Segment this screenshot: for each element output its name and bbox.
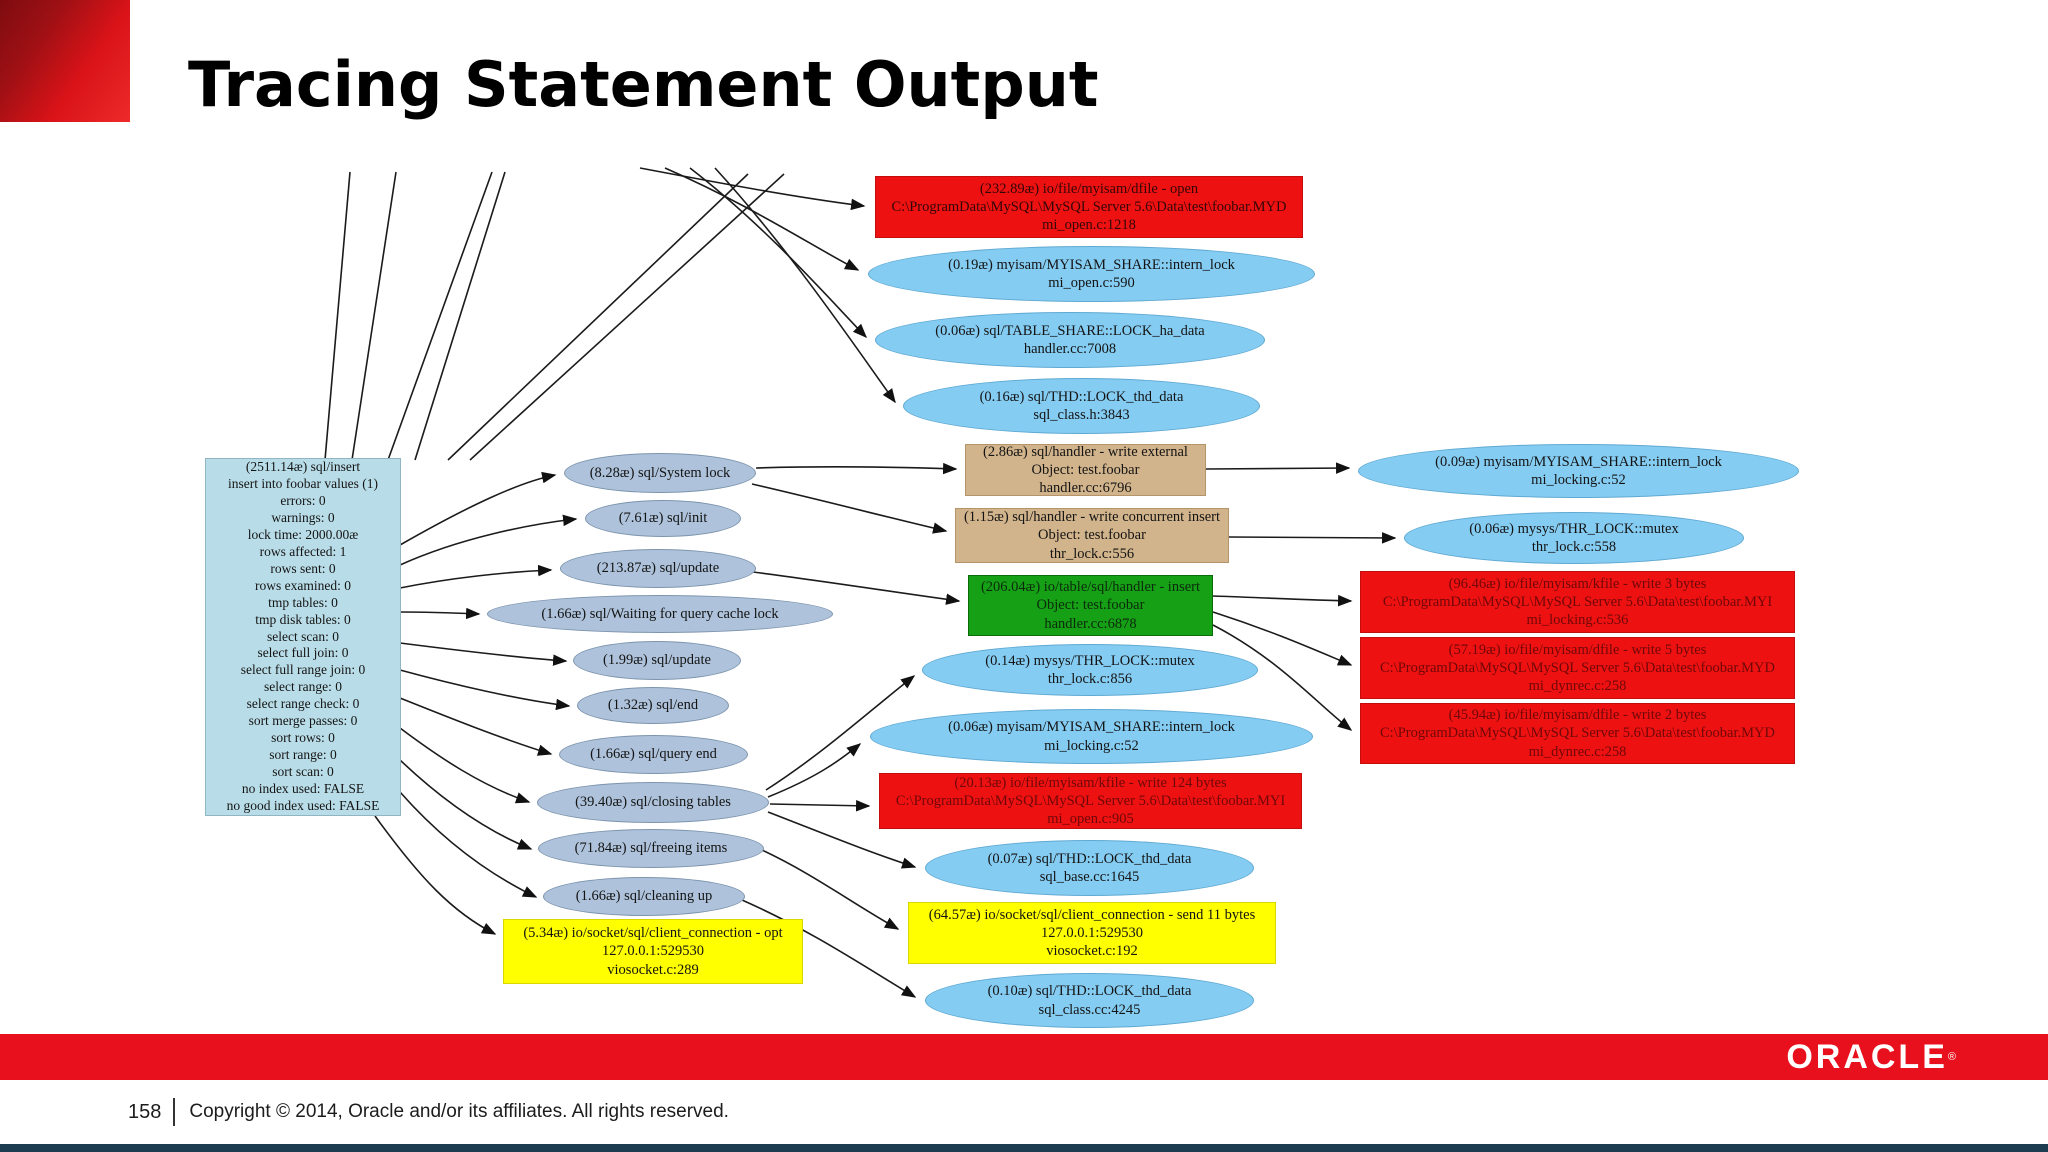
slide-footer: 158 Copyright © 2014, Oracle and/or its … [0,1080,2048,1144]
client-connection-opt-box: (5.34æ) io/socket/sql/client_connection … [503,919,803,984]
slide-title: Tracing Statement Output [188,48,1099,121]
client-connection-send-box: (64.57æ) io/socket/sql/client_connection… [908,902,1276,964]
stage-ellipse-query-end: (1.66æ) sql/query end [559,735,748,774]
kfile-write-124-bytes-box: (20.13æ) io/file/myisam/kfile - write 12… [879,773,1302,829]
dfile-write-2-bytes-box: (45.94æ) io/file/myisam/dfile - write 2 … [1360,703,1795,764]
footer-divider [173,1098,176,1126]
copyright-text: Copyright © 2014, Oracle and/or its affi… [189,1101,729,1122]
stage-ellipse-update-2: (1.99æ) sql/update [573,641,741,680]
stage-ellipse-waiting-query-cache-lock: (1.66æ) sql/Waiting for query cache lock [487,595,833,633]
stage-ellipse-cleaning-up: (1.66æ) sql/cleaning up [543,877,745,916]
stage-ellipse-system-lock: (8.28æ) sql/System lock [564,453,756,493]
kfile-write-3-bytes-box: (96.46æ) io/file/myisam/kfile - write 3 … [1360,571,1795,633]
stage-ellipse-freeing-items: (71.84æ) sql/freeing items [538,829,764,868]
dfile-write-5-bytes-box: (57.19æ) io/file/myisam/dfile - write 5 … [1360,637,1795,699]
intern-lock-right-ellipse: (0.09æ) myisam/MYISAM_SHARE::intern_lock… [1358,444,1799,498]
bottom-red-bar: ORACLE ® [0,1034,2048,1080]
stage-ellipse-end: (1.32æ) sql/end [577,687,729,724]
bottom-accent-strip [0,1144,2048,1152]
intern-lock-mid-ellipse: (0.06æ) myisam/MYISAM_SHARE::intern_lock… [870,709,1313,764]
stage-ellipse-update: (213.87æ) sql/update [560,549,756,588]
intern-lock-open-ellipse: (0.19æ) myisam/MYISAM_SHARE::intern_lock… [868,246,1315,302]
oracle-logo-square [0,0,130,122]
oracle-wordmark: ORACLE [1786,1037,1948,1076]
write-concurrent-insert-box: (1.15æ) sql/handler - write concurrent i… [955,508,1229,563]
stage-ellipse-closing-tables: (39.40æ) sql/closing tables [537,782,769,823]
oracle-registered-mark: ® [1947,1051,1956,1063]
page-number: 158 [128,1100,162,1123]
stage-ellipse-init: (7.61æ) sql/init [585,500,741,537]
